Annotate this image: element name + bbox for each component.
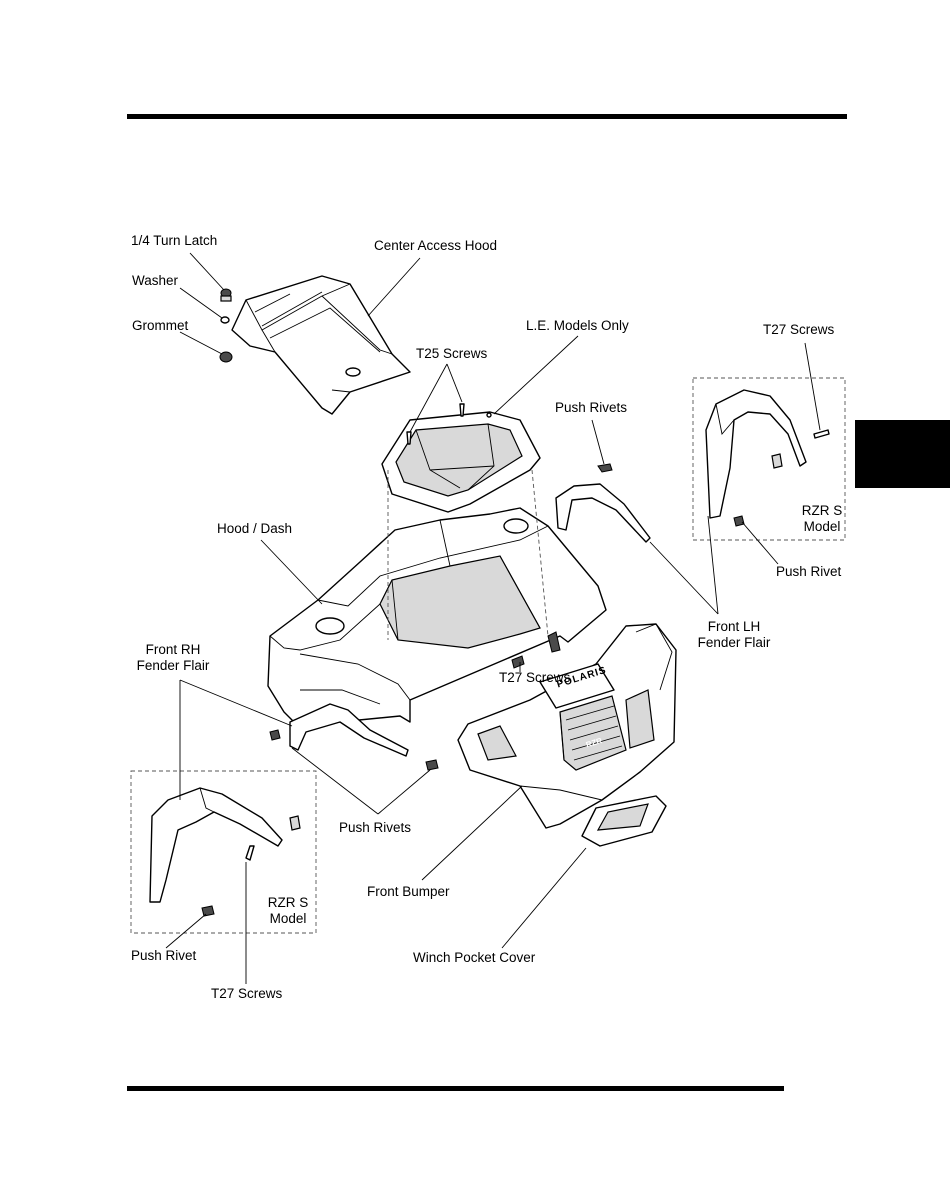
label-rzr-s-right: RZR S Model xyxy=(796,503,848,535)
label-hood-dash: Hood / Dash xyxy=(217,521,292,537)
label-washer: Washer xyxy=(132,273,178,289)
label-grommet: Grommet xyxy=(132,318,188,334)
label-front-rh-fender: Front RH Fender Flair xyxy=(123,642,223,674)
label-push-rivet-right: Push Rivet xyxy=(776,564,841,580)
washer-part xyxy=(221,317,229,323)
label-front-bumper: Front Bumper xyxy=(367,884,450,900)
label-front-lh-fender: Front LH Fender Flair xyxy=(686,619,782,651)
label-center-access-hood: Center Access Hood xyxy=(374,238,497,254)
push-rivets-mid-part xyxy=(426,760,438,770)
label-le-models-only: L.E. Models Only xyxy=(526,318,629,334)
t27-screws-mid-parts xyxy=(512,656,524,668)
label-rzr-s-right-line1: RZR S xyxy=(796,503,848,519)
label-front-lh-line1: Front LH xyxy=(686,619,782,635)
turn-latch-part xyxy=(221,289,231,301)
label-front-rh-line1: Front RH xyxy=(123,642,223,658)
label-turn-latch: 1/4 Turn Latch xyxy=(131,233,217,249)
label-t27-screws-bottom: T27 Screws xyxy=(211,986,282,1002)
label-rzr-s-left: RZR S Model xyxy=(262,895,314,927)
label-front-rh-line2: Fender Flair xyxy=(123,658,223,674)
push-rivets-top-part xyxy=(598,464,612,472)
label-winch-pocket-cover: Winch Pocket Cover xyxy=(413,950,535,966)
label-push-rivets-mid: Push Rivets xyxy=(339,820,411,836)
label-rzr-s-left-line2: Model xyxy=(262,911,314,927)
le-storage-bin xyxy=(382,412,540,512)
label-rzr-s-left-line1: RZR S xyxy=(262,895,314,911)
front-lh-fender-flair xyxy=(556,484,650,542)
label-rzr-s-right-line2: Model xyxy=(796,519,848,535)
label-t27-screws-top: T27 Screws xyxy=(763,322,834,338)
center-access-hood xyxy=(232,276,410,414)
label-push-rivets-top: Push Rivets xyxy=(555,400,627,416)
label-t25-screws: T25 Screws xyxy=(416,346,487,362)
label-front-lh-line2: Fender Flair xyxy=(686,635,782,651)
label-push-rivet-left: Push Rivet xyxy=(131,948,196,964)
